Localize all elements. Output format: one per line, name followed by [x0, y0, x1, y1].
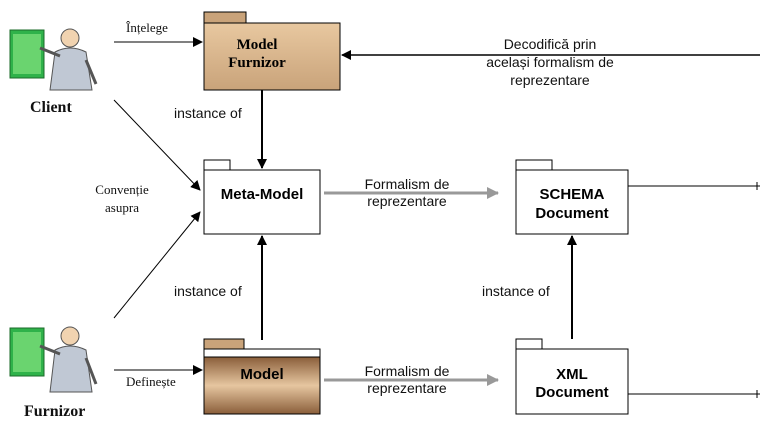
package-xml-title-2: Document — [535, 384, 609, 401]
edge-formalism-top-label-2: reprezentare — [367, 193, 447, 209]
edge-instance-top-label: instance of — [174, 105, 242, 121]
package-model-furnizor-title-1: Model — [236, 37, 278, 53]
edge-formalism-bottom-label-2: reprezentare — [367, 380, 447, 396]
edge-formalism-top-label-1: Formalism de — [364, 176, 450, 192]
package-xml-title-1: XML — [556, 366, 588, 383]
edge-client-meta — [113, 99, 201, 191]
edge-decodifica-label-3: reprezentare — [510, 72, 590, 88]
package-xml-document — [515, 338, 629, 415]
package-schema-title-2: Document — [535, 205, 609, 222]
edge-furnizor-meta — [113, 211, 201, 319]
edge-intelege-label: Înțelege — [126, 20, 168, 35]
actor-client-label: Client — [30, 99, 72, 116]
edge-decodifica-label-2: același formalism de — [486, 54, 614, 70]
package-schema-title-1: SCHEMA — [539, 186, 605, 203]
edge-instance-right-label: instance of — [482, 283, 550, 299]
actor-furnizor-label: Furnizor — [24, 403, 86, 420]
edge-decodifica-label-1: Decodifică prin — [503, 36, 597, 52]
edge-formalism-bottom-label-1: Formalism de — [364, 363, 450, 379]
furnizor-figure-icon — [9, 326, 98, 393]
package-model-title: Model — [240, 366, 284, 383]
edge-defineste-label: Definește — [126, 374, 176, 389]
package-model-furnizor-title-2: Furnizor — [228, 55, 286, 71]
edge-conventie-label-1: Convenție — [95, 182, 149, 197]
package-schema-document — [515, 159, 629, 235]
client-figure-icon — [9, 28, 98, 91]
package-meta-model-title: Meta-Model — [220, 186, 304, 203]
edge-instance-mid-label: instance of — [174, 283, 242, 299]
package-meta-model — [203, 159, 321, 235]
package-model-furnizor — [203, 11, 341, 91]
edge-conventie-label-2: asupra — [105, 200, 139, 215]
package-model — [203, 338, 321, 415]
